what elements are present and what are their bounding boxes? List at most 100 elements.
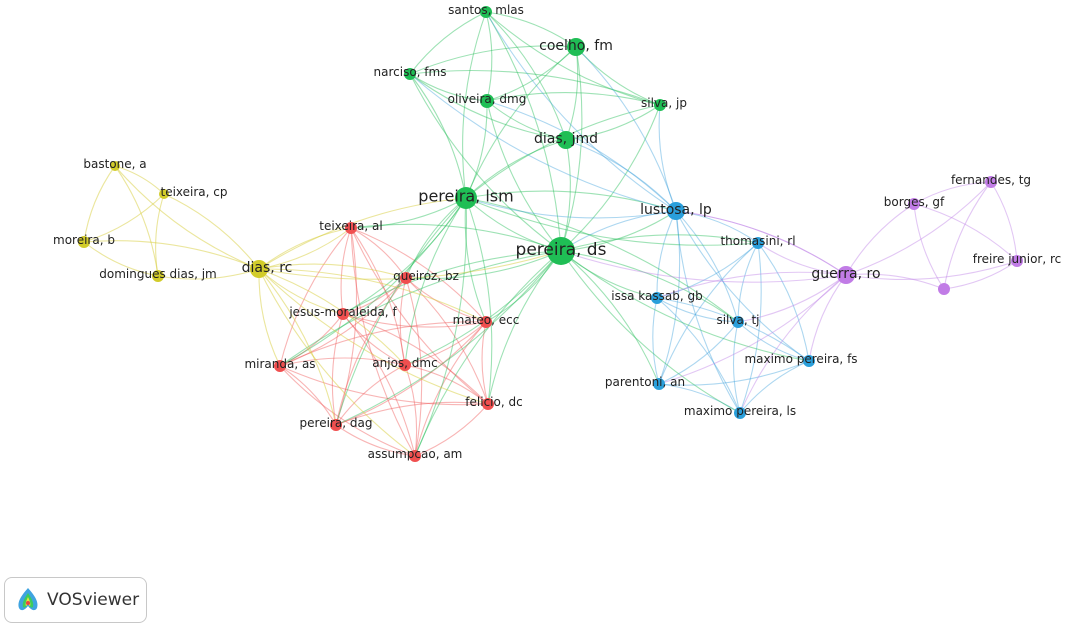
network-link — [335, 277, 407, 426]
network-link — [405, 250, 562, 280]
node-moreira-b[interactable] — [78, 236, 90, 248]
node-pereira-ds[interactable] — [547, 237, 575, 265]
node-pereira-lsm[interactable] — [455, 187, 477, 209]
network-link — [465, 197, 759, 246]
node-teixeira-cp[interactable] — [159, 189, 169, 199]
node-oliveira-dmg[interactable] — [480, 94, 494, 108]
node-bastone-a[interactable] — [110, 161, 120, 171]
node-label-guerra-ro: guerra, ro — [811, 266, 880, 282]
node-maximo-pereira-ls[interactable] — [734, 407, 746, 419]
network-links — [83, 11, 1018, 457]
network-link — [350, 227, 489, 405]
node-label-oliveira-dmg: oliveira, dmg — [448, 92, 527, 106]
network-link — [279, 227, 352, 367]
node-fernandes-tg[interactable] — [985, 176, 997, 188]
network-link — [350, 197, 467, 229]
node-dias-rc[interactable] — [250, 260, 268, 278]
network-link — [560, 250, 739, 323]
network-link — [335, 401, 489, 426]
network-link — [560, 46, 583, 252]
node-thomasini-rl[interactable] — [752, 237, 764, 249]
network-link — [913, 181, 992, 205]
node-mateo-ecc[interactable] — [480, 316, 492, 328]
network-link — [342, 313, 489, 405]
node-issa-kassab-gb[interactable] — [651, 292, 663, 304]
node-unlabeled-purple[interactable] — [938, 283, 950, 295]
network-link — [399, 277, 407, 366]
network-link — [560, 250, 847, 283]
node-teixeira-al[interactable] — [345, 222, 357, 234]
node-pereira-dag[interactable] — [330, 419, 342, 431]
node-queiroz-bz[interactable] — [400, 272, 412, 284]
node-label-jesus-moraleida-f: jesus-moraleida, f — [288, 305, 397, 319]
node-parentoni-an[interactable] — [653, 378, 665, 390]
network-link — [258, 268, 281, 367]
network-link — [658, 360, 810, 386]
network-link — [737, 242, 759, 323]
network-link — [342, 197, 467, 315]
network-link — [404, 364, 489, 405]
network-link — [565, 104, 661, 141]
network-link — [675, 210, 847, 276]
network-link — [486, 100, 567, 141]
network-link — [656, 242, 759, 299]
network-link — [465, 197, 739, 323]
node-borges-gf[interactable] — [908, 198, 920, 210]
node-label-lustosa-lp: lustosa, lp — [640, 202, 712, 218]
node-jesus-moraleida-f[interactable] — [337, 308, 349, 320]
node-label-teixeira-cp: teixeira, cp — [160, 185, 227, 199]
node-assumpcao-am[interactable] — [409, 450, 421, 462]
network-link — [575, 46, 661, 106]
node-freire-junior-rc[interactable] — [1011, 255, 1023, 267]
network-link — [279, 365, 489, 406]
network-link — [943, 181, 992, 290]
network-link — [675, 210, 739, 323]
node-silva-tj[interactable] — [732, 316, 744, 328]
network-link — [658, 274, 847, 385]
network-link — [560, 104, 661, 252]
network-link — [739, 274, 847, 414]
node-maximo-pereira-fs[interactable] — [803, 355, 815, 367]
network-link — [157, 268, 260, 280]
network-link — [335, 321, 487, 426]
node-label-issa-kassab-gb: issa kassab, gb — [611, 289, 702, 303]
node-miranda-as[interactable] — [274, 360, 286, 372]
node-silva-jp[interactable] — [654, 99, 666, 111]
node-anjos-dmc[interactable] — [399, 359, 411, 371]
network-link — [757, 242, 810, 362]
node-narciso-fms[interactable] — [404, 68, 416, 80]
network-link — [652, 297, 660, 385]
network-link — [114, 165, 260, 270]
node-santos-mlas[interactable] — [480, 6, 492, 18]
network-link — [414, 250, 562, 457]
node-dias-jmd[interactable] — [557, 131, 575, 149]
network-link — [342, 277, 407, 315]
node-coelho-fm[interactable] — [567, 38, 585, 56]
node-felicio-dc[interactable] — [482, 398, 494, 410]
network-link — [486, 100, 562, 252]
network-link — [409, 73, 567, 141]
node-guerra-ro[interactable] — [837, 266, 855, 284]
node-label-silva-jp: silva, jp — [641, 96, 687, 110]
network-link — [258, 197, 467, 270]
network-link — [414, 403, 489, 457]
node-lustosa-lp[interactable] — [667, 202, 685, 220]
network-link — [486, 46, 577, 102]
network-link — [845, 203, 915, 276]
node-domingues-dias-jm[interactable] — [152, 270, 164, 282]
network-link — [486, 100, 677, 212]
node-label-parentoni-an: parentoni, an — [605, 375, 685, 389]
node-label-domingues-dias-jm: domingues dias, jm — [99, 267, 216, 281]
node-label-dias-rc: dias, rc — [242, 260, 293, 276]
network-link — [258, 268, 487, 323]
node-label-silva-tj: silva, tj — [716, 313, 759, 327]
network-link — [342, 313, 416, 457]
network-link — [279, 197, 467, 367]
network-link — [405, 277, 423, 457]
network-link — [675, 210, 741, 414]
network-link — [414, 321, 487, 457]
network-link — [342, 313, 406, 366]
network-link — [350, 227, 406, 366]
node-label-mateo-ecc: mateo, ecc — [453, 313, 520, 327]
network-link — [258, 227, 352, 270]
